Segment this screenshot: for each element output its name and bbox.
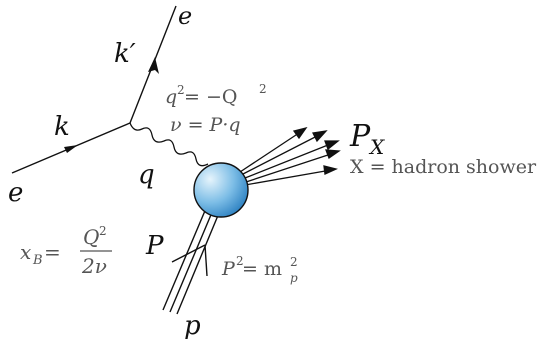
outgoing-electron-line <box>129 5 177 124</box>
label-k: k <box>54 112 70 142</box>
svg-text:2: 2 <box>290 255 298 269</box>
label-q: q <box>138 160 155 190</box>
svg-text:= −Q: = −Q <box>184 86 237 108</box>
label-e-out: e <box>178 2 192 30</box>
svg-text:2ν: 2ν <box>81 254 107 278</box>
incoming-electron-line <box>11 122 131 174</box>
svg-text:X: X <box>368 135 385 159</box>
svg-text:P: P <box>349 119 371 154</box>
svg-text:=: = <box>44 240 61 264</box>
hadron-blob <box>193 162 249 218</box>
eq-nu: ν = P·q <box>170 114 241 136</box>
label-P: P <box>145 231 164 261</box>
eq-x-bjorken: x B = Q 2 2ν <box>20 224 112 278</box>
hadron-shower-arrows <box>239 126 341 186</box>
eq-hadron-shower: X = hadron shower <box>350 156 537 178</box>
svg-text:= m: = m <box>242 258 282 280</box>
svg-text:2: 2 <box>259 82 267 96</box>
proton-lines <box>162 205 220 315</box>
svg-text:2: 2 <box>177 83 185 97</box>
label-p: p <box>184 311 201 339</box>
svg-text:2: 2 <box>99 224 107 238</box>
label-P-X: P X <box>349 119 385 159</box>
proton-momentum-arrow <box>171 244 208 277</box>
svg-text:B: B <box>32 253 43 268</box>
svg-text:p: p <box>290 271 298 285</box>
svg-text:Q: Q <box>83 225 99 249</box>
virtual-photon-line <box>129 122 209 167</box>
label-e-in: e <box>8 178 23 208</box>
label-k-prime: k′ <box>114 39 136 69</box>
eq-q-squared: q 2 = −Q 2 <box>165 82 267 108</box>
svg-text:q: q <box>165 86 177 108</box>
svg-text:x: x <box>20 240 31 264</box>
eq-proton-mass: P 2 = m p 2 <box>221 254 298 285</box>
svg-text:P: P <box>221 258 236 280</box>
svg-text:2: 2 <box>236 254 244 268</box>
